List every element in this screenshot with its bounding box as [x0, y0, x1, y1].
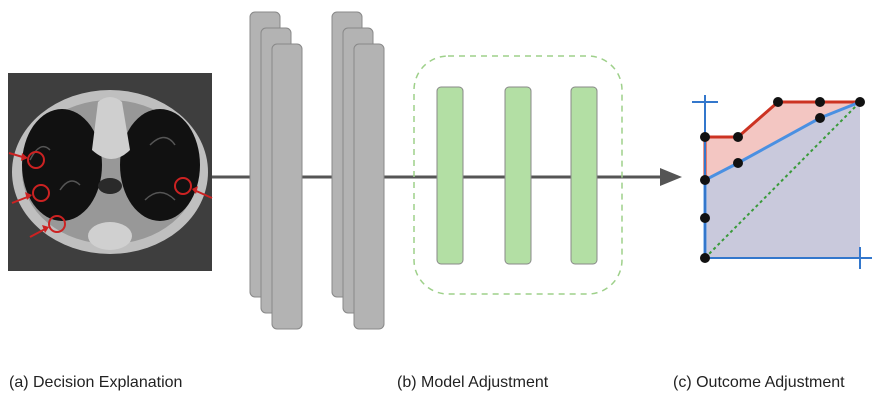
circle-marker-icon	[27, 151, 45, 169]
model-adjustment-box	[413, 55, 623, 295]
layer-stack-1	[249, 11, 303, 330]
circle-marker-icon	[48, 215, 66, 233]
arrow-head	[660, 168, 682, 186]
adjusted-layer-3	[570, 86, 598, 265]
caption-decision-explanation: (a) Decision Explanation	[9, 374, 183, 391]
diagonal-line	[704, 101, 861, 259]
arrow-icon	[193, 189, 213, 199]
red-markers	[8, 151, 213, 238]
adjusted-layer-1	[436, 86, 464, 265]
ct-scan-image	[8, 73, 212, 271]
adjusted-layer-2	[504, 86, 532, 265]
layer-stack-2	[331, 11, 385, 330]
circle-marker-icon	[174, 177, 192, 195]
outcome-plot	[692, 95, 872, 269]
caption-model-adjustment: (b) Model Adjustment	[397, 374, 549, 391]
caption-outcome-adjustment: (c) Outcome Adjustment	[673, 374, 845, 391]
circle-marker-icon	[32, 184, 50, 202]
